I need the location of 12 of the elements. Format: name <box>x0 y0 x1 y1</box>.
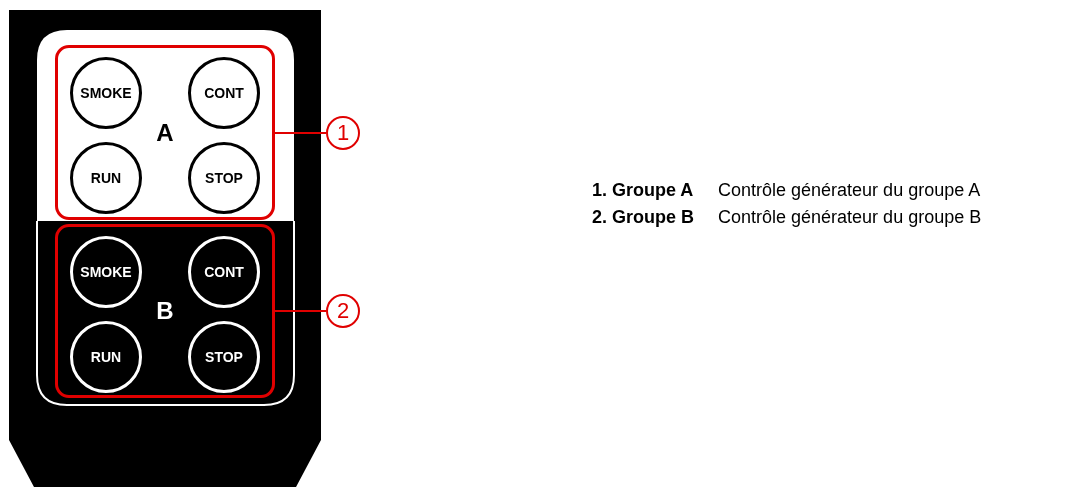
button-group-outline <box>55 224 275 398</box>
item-description: Contrôle générateur du groupe A <box>718 179 982 202</box>
item-name: 2. Groupe B <box>592 206 694 229</box>
group-letter: A <box>156 120 174 145</box>
group-letter: B <box>156 299 174 323</box>
item-name: 1. Groupe A <box>592 179 694 202</box>
item-description: Contrôle générateur du groupe B <box>718 206 982 229</box>
leader-line <box>274 310 327 312</box>
callout-number: 2 <box>326 294 360 328</box>
callout-number: 1 <box>326 116 360 150</box>
button-group-outline <box>55 45 275 220</box>
leader-line <box>274 132 327 134</box>
